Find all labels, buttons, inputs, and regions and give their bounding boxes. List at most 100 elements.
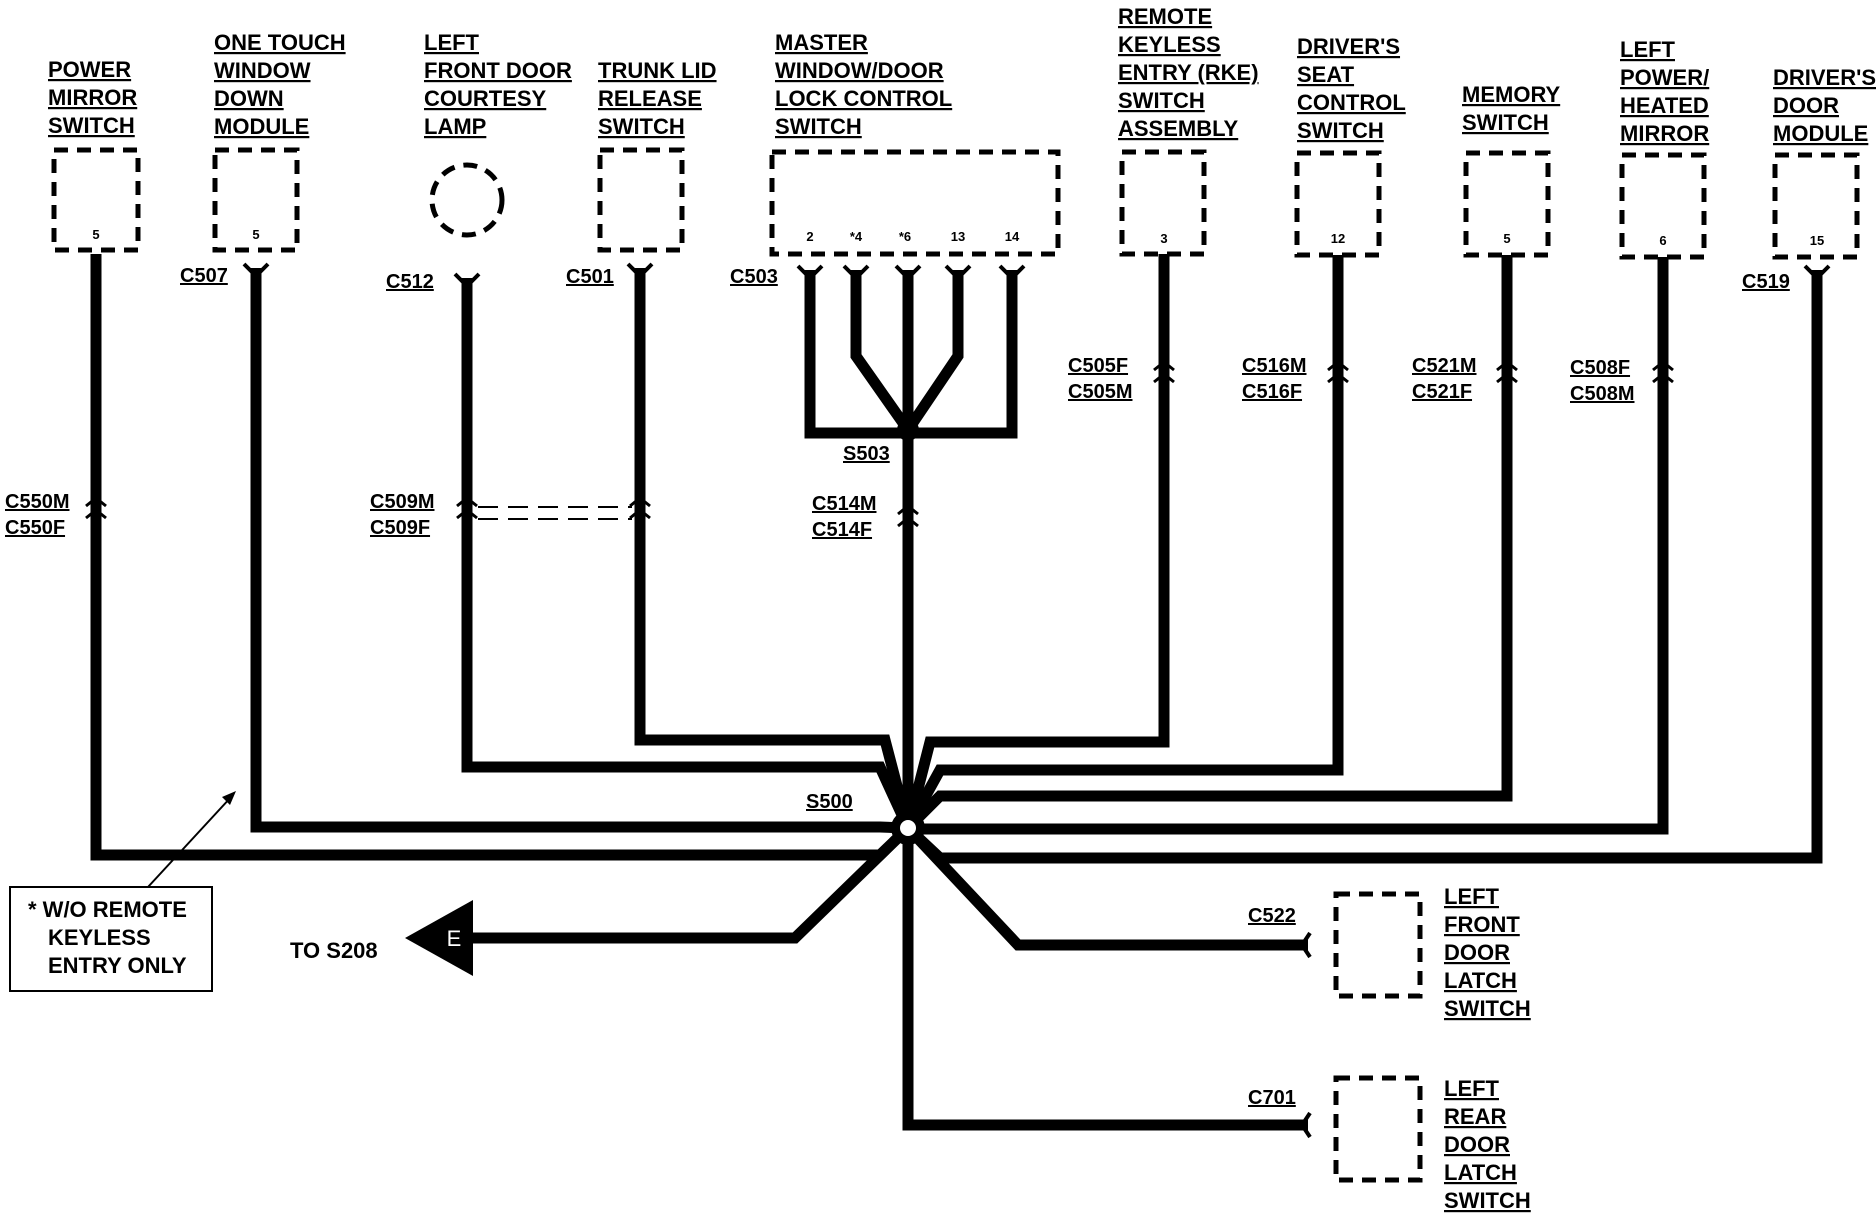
c509m-label: C509M <box>370 491 434 513</box>
master-pin-14: 14 <box>1005 229 1020 244</box>
wire-courtesy-lamp <box>461 278 913 831</box>
c522-label: C522 <box>1248 905 1296 927</box>
svg-text:SWITCH: SWITCH <box>1444 1188 1531 1213</box>
svg-text:POWER: POWER <box>48 57 131 82</box>
svg-text:RELEASE: RELEASE <box>598 86 702 111</box>
c521m-label: C521M <box>1412 355 1476 377</box>
svg-text:MIRROR: MIRROR <box>1620 121 1709 146</box>
master-pin-4: *4 <box>850 229 863 244</box>
svg-text:DOOR: DOOR <box>1444 940 1510 965</box>
svg-text:DRIVER'S: DRIVER'S <box>1773 65 1876 90</box>
master-lock-control-switch-label: MASTER WINDOW/DOOR LOCK CONTROL SWITCH <box>775 30 952 139</box>
inline-connectors <box>85 360 1674 528</box>
svg-text:ONE TOUCH: ONE TOUCH <box>214 30 346 55</box>
front-latch-switch-label: LEFT FRONT DOOR LATCH SWITCH <box>1444 884 1531 1021</box>
rear-latch-switch-box <box>1333 1075 1423 1183</box>
svg-text:LAMP: LAMP <box>424 114 486 139</box>
master-lock-control-switch-box <box>769 149 1061 257</box>
c512-label: C512 <box>386 271 434 293</box>
rear-latch-switch-label: LEFT REAR DOOR LATCH SWITCH <box>1444 1076 1531 1213</box>
svg-text:HEATED: HEATED <box>1620 93 1709 118</box>
power-mirror-switch-label: POWER MIRROR SWITCH <box>48 57 137 138</box>
wire-master-pin-13 <box>903 270 964 434</box>
svg-text:MIRROR: MIRROR <box>48 85 137 110</box>
svg-text:CONTROL: CONTROL <box>1297 90 1406 115</box>
c501-label: C501 <box>566 266 614 288</box>
master-pin-2: 2 <box>806 229 813 244</box>
svg-text:LATCH: LATCH <box>1444 1160 1517 1185</box>
wire-heated-mirror <box>908 257 1669 835</box>
svg-text:WINDOW: WINDOW <box>214 58 311 83</box>
svg-text:ASSEMBLY: ASSEMBLY <box>1118 116 1239 141</box>
c519-label: C519 <box>1742 271 1790 293</box>
svg-text:MASTER: MASTER <box>775 30 868 55</box>
splice-s503 <box>897 419 919 441</box>
c514m-label: C514M <box>812 493 876 515</box>
c550f-label: C550F <box>5 517 65 539</box>
courtesy-lamp-symbol <box>429 162 505 238</box>
heated-mirror-label: LEFT POWER/ HEATED MIRROR <box>1620 37 1709 146</box>
c508f-label: C508F <box>1570 357 1630 379</box>
c507-label: C507 <box>180 265 228 287</box>
svg-text:SWITCH: SWITCH <box>1462 110 1549 135</box>
svg-text:COURTESY: COURTESY <box>424 86 547 111</box>
heated-mirror-pin: 6 <box>1659 233 1666 248</box>
svg-text:MEMORY: MEMORY <box>1462 82 1561 107</box>
wire-front-latch <box>903 824 1308 951</box>
svg-text:* W/O REMOTE: * W/O REMOTE <box>28 897 187 922</box>
front-latch-switch-box <box>1333 891 1423 999</box>
c514f-label: C514F <box>812 519 872 541</box>
connector-tips <box>242 262 1831 1139</box>
wire-rear-latch <box>902 828 1308 1131</box>
svg-text:FRONT DOOR: FRONT DOOR <box>424 58 572 83</box>
svg-text:LEFT: LEFT <box>1444 884 1500 909</box>
memory-pin: 5 <box>1503 231 1510 246</box>
svg-text:SWITCH: SWITCH <box>1297 118 1384 143</box>
svg-text:SWITCH: SWITCH <box>1118 88 1205 113</box>
master-pin-6: *6 <box>899 229 911 244</box>
courtesy-lamp-label: LEFT FRONT DOOR COURTESY LAMP <box>424 30 572 139</box>
c516f-label: C516F <box>1242 381 1302 403</box>
wire-rke <box>902 254 1170 830</box>
svg-text:MODULE: MODULE <box>1773 121 1868 146</box>
seat-control-pin: 12 <box>1331 231 1345 246</box>
svg-text:KEYLESS: KEYLESS <box>1118 32 1221 57</box>
svg-text:KEYLESS: KEYLESS <box>48 925 151 950</box>
c505m-label: C505M <box>1068 381 1132 403</box>
c505f-label: C505F <box>1068 355 1128 377</box>
trunk-lid-release-switch-label: TRUNK LID RELEASE SWITCH <box>598 58 717 139</box>
svg-text:LOCK CONTROL: LOCK CONTROL <box>775 86 952 111</box>
svg-text:POWER/: POWER/ <box>1620 65 1709 90</box>
svg-text:SWITCH: SWITCH <box>1444 996 1531 1021</box>
svg-text:WINDOW/DOOR: WINDOW/DOOR <box>775 58 944 83</box>
svg-text:SWITCH: SWITCH <box>48 113 135 138</box>
svg-text:DOOR: DOOR <box>1444 1132 1510 1157</box>
svg-text:LATCH: LATCH <box>1444 968 1517 993</box>
s503-label: S503 <box>843 443 890 465</box>
c521f-label: C521F <box>1412 381 1472 403</box>
svg-text:LEFT: LEFT <box>1620 37 1676 62</box>
c550m-label: C550M <box>5 491 69 513</box>
wire-trunk-lid <box>634 268 914 830</box>
svg-text:MODULE: MODULE <box>214 114 309 139</box>
c701-label: C701 <box>1248 1087 1296 1109</box>
wire-memory <box>904 255 1513 832</box>
svg-text:FRONT: FRONT <box>1444 912 1520 937</box>
ground-arrow-e <box>405 900 473 976</box>
power-mirror-pin: 5 <box>92 227 99 242</box>
note-leader <box>147 795 233 888</box>
drivers-door-module-label: DRIVER'S DOOR MODULE <box>1773 65 1876 146</box>
one-touch-window-module-label: ONE TOUCH WINDOW DOWN MODULE <box>214 30 346 139</box>
svg-text:DOWN: DOWN <box>214 86 284 111</box>
trunk-lid-release-switch-box <box>597 147 685 253</box>
svg-text:LEFT: LEFT <box>1444 1076 1500 1101</box>
memory-switch-label: MEMORY SWITCH <box>1462 82 1561 135</box>
c503-label: C503 <box>730 266 778 288</box>
c509f-label: C509F <box>370 517 430 539</box>
svg-text:REAR: REAR <box>1444 1104 1506 1129</box>
splice-s500-inner <box>900 820 916 836</box>
c508m-label: C508M <box>1570 383 1634 405</box>
svg-text:DOOR: DOOR <box>1773 93 1839 118</box>
door-module-pin: 15 <box>1810 233 1824 248</box>
